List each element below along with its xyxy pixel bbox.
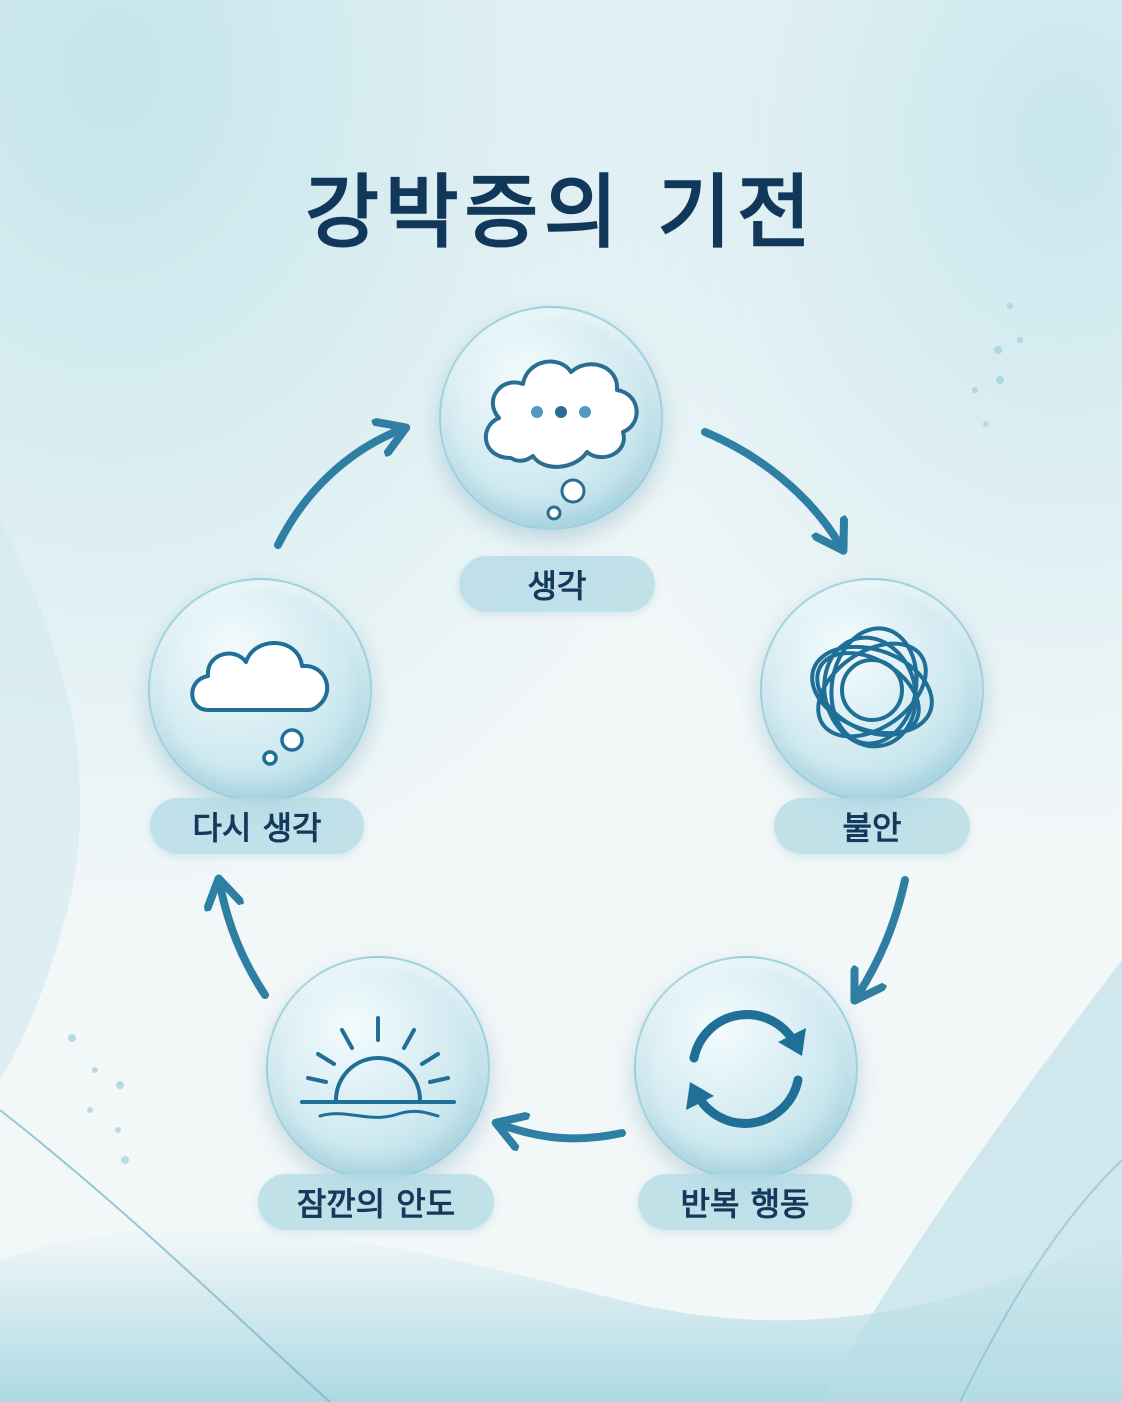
thought-bubble-icon <box>439 306 663 530</box>
step-repeat: 반복 행동 <box>634 956 874 1230</box>
step-rethink: 다시 생각 <box>148 578 388 854</box>
cycle-arrows-icon <box>634 956 858 1180</box>
tangled-lines-icon <box>760 578 984 802</box>
arrow-think-to-anxiety <box>701 428 840 545</box>
step-label: 반복 행동 <box>638 1174 852 1230</box>
step-label: 불안 <box>774 798 970 854</box>
arrow-relief-to-rethink <box>220 885 269 999</box>
arrow-repeat-to-relief <box>502 1125 626 1138</box>
arrow-rethink-to-think <box>274 430 400 549</box>
page-title: 강박증의 기전 <box>305 166 817 259</box>
step-anxiety: 불안 <box>760 578 1000 854</box>
step-label: 다시 생각 <box>150 798 364 854</box>
step-label: 생각 <box>459 556 655 612</box>
sunrise-icon <box>266 956 490 1180</box>
step-relief: 잠깐의 안도 <box>258 956 506 1230</box>
arrow-anxiety-to-repeat <box>858 876 909 995</box>
step-think: 생각 <box>439 306 687 612</box>
cloud-thought-icon <box>148 578 372 802</box>
step-label: 잠깐의 안도 <box>258 1174 494 1230</box>
